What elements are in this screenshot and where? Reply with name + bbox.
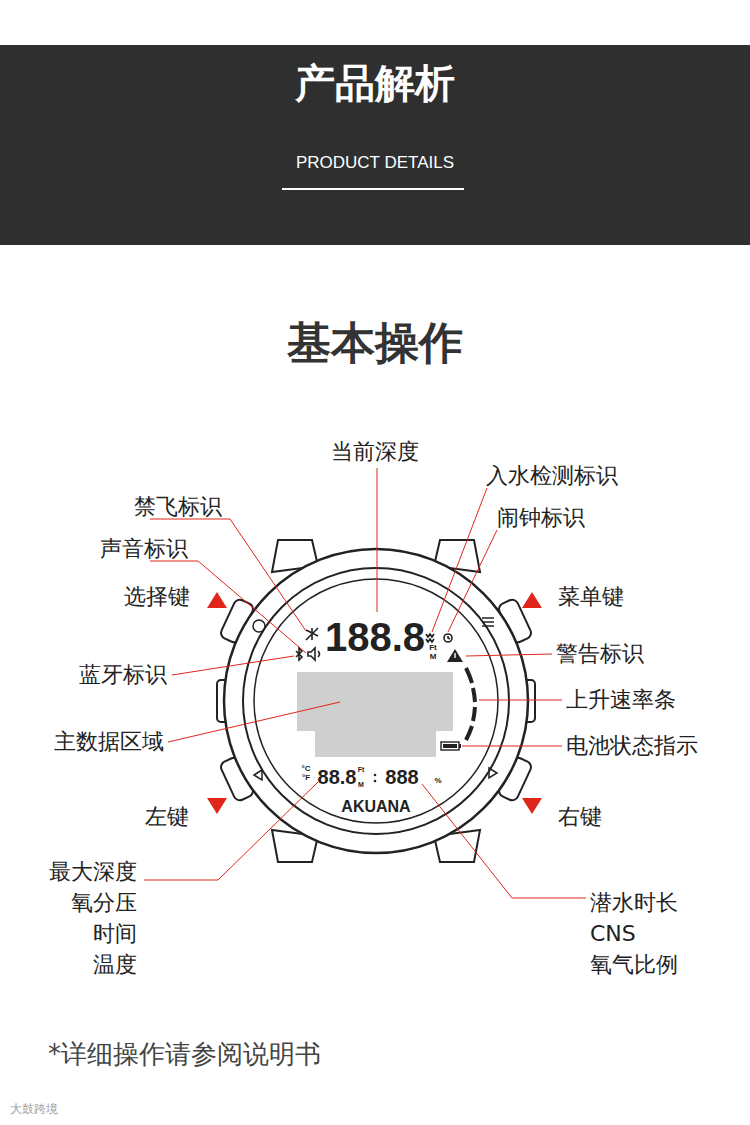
unit-label: M — [430, 652, 437, 661]
callout-label: 氧气比例 — [590, 952, 678, 977]
callout-label: 电池状态指示 — [566, 733, 698, 758]
unit-label: Ft — [358, 766, 365, 774]
unit-label: % — [434, 776, 441, 785]
battery-icon — [441, 742, 459, 750]
section-title: 基本操作 — [287, 318, 463, 369]
callout-label: 当前深度 — [331, 439, 419, 464]
bluetooth-icon — [296, 648, 302, 660]
callout-label: 蓝牙标识 — [79, 662, 167, 687]
sound-icon — [308, 648, 320, 660]
menu-symbol — [482, 618, 494, 626]
brand-name: AKUANA — [341, 798, 410, 816]
callout-label: 上升速率条 — [566, 687, 676, 712]
callout-label: 温度 — [93, 952, 137, 977]
right-symbol — [489, 768, 497, 778]
main-data-area — [297, 672, 453, 757]
alarm-hand — [448, 636, 450, 639]
callout-label: 时间 — [93, 921, 137, 946]
callout-label: CNS — [590, 921, 636, 946]
callout-label: 最大深度 — [49, 859, 137, 884]
button-label: 右键 — [558, 804, 602, 829]
warning-icon — [447, 649, 463, 662]
footnote: *详细操作请参阅说明书 — [48, 1040, 321, 1070]
ascent-rate-bar — [466, 668, 475, 740]
leader-lines — [144, 468, 586, 898]
unit-label: °C — [302, 764, 311, 773]
battery-level — [443, 744, 457, 748]
button-label: 菜单键 — [558, 584, 624, 609]
callout-label: 禁飞标识 — [134, 494, 222, 519]
header-band: 产品解析 PRODUCT DETAILS — [0, 45, 750, 245]
left-symbol — [254, 770, 262, 780]
battery-tip — [459, 744, 461, 748]
callout-label: 主数据区域 — [54, 729, 164, 754]
screen-digits: 88.8 — [318, 766, 357, 789]
unit-label: °F — [302, 773, 310, 782]
watermark: 大鼓跨境 — [10, 1103, 58, 1117]
screen-digits: 888 — [385, 766, 418, 789]
button-label: 选择键 — [124, 584, 190, 609]
colon-dots — [374, 774, 377, 783]
watch-screen — [254, 579, 498, 823]
band-subtitle: PRODUCT DETAILS — [0, 153, 750, 173]
unit-label: Ft — [429, 643, 437, 652]
water-detect-icon — [426, 634, 434, 642]
band-title: 产品解析 — [0, 60, 750, 106]
callout-label: 潜水时长 — [590, 890, 678, 915]
callout-label: 氧分压 — [71, 890, 137, 915]
alarm-icon — [444, 634, 452, 642]
watch-bezel — [243, 568, 509, 834]
button-label: 左键 — [145, 804, 189, 829]
button-arrows — [207, 592, 542, 814]
select-symbol — [253, 620, 265, 632]
depth-digits: 188.8 — [325, 614, 425, 660]
unit-label: M — [358, 781, 364, 789]
no-fly-icon — [306, 628, 318, 640]
callout-label: 闹钟标识 — [497, 505, 585, 530]
warning-mark — [454, 653, 455, 658]
watch-case — [224, 549, 528, 853]
band-underline — [282, 188, 464, 190]
callout-label: 警告标识 — [556, 641, 644, 666]
callout-label: 入水检测标识 — [486, 463, 618, 488]
callout-label: 声音标识 — [100, 536, 188, 561]
